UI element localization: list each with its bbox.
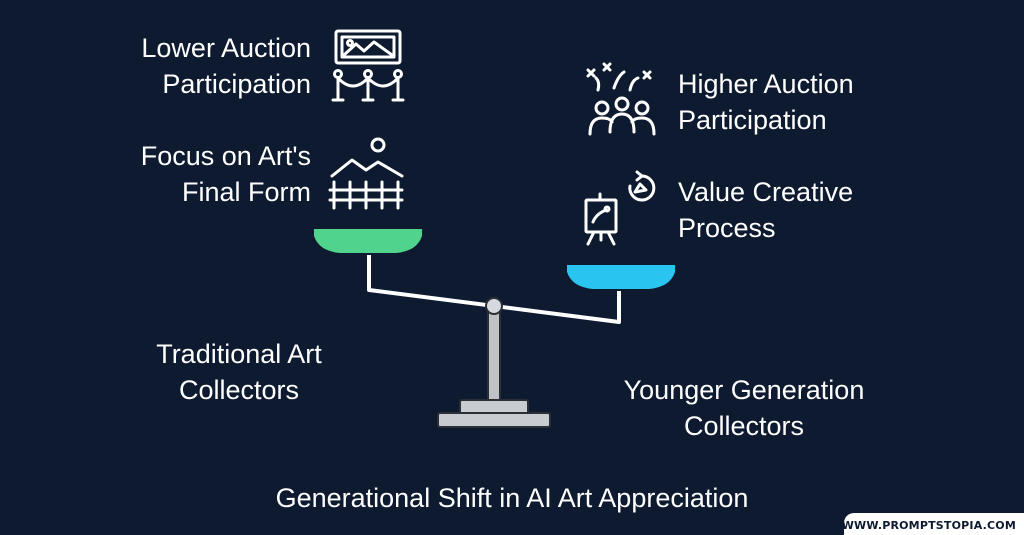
left-group-line-2: Collectors: [178, 375, 300, 405]
landscape-with-fence-icon: [328, 137, 404, 210]
left-group-line-1: Traditional Art: [156, 339, 322, 369]
right-pan: [565, 263, 677, 291]
left-trait-focus-final-form: Focus on Art's Final Form: [141, 138, 311, 210]
left-pan: [312, 227, 424, 255]
audience-with-fireworks-icon: [586, 62, 656, 136]
right-trait-2-line-2: Process: [678, 213, 776, 243]
left-trait-2-line-2: Final Form: [181, 177, 311, 207]
watermark-text: WWW.PROMPTSTOPIA.COM: [841, 519, 1016, 532]
traditional-art-collectors-label: Traditional Art Collectors: [124, 336, 354, 408]
right-group-line-2: Collectors: [683, 411, 805, 441]
scale-pole: [487, 305, 501, 403]
scale-pivot: [485, 297, 503, 315]
scale-base-bottom: [437, 412, 551, 428]
right-trait-1-line-2: Participation: [678, 105, 827, 135]
left-trait-1-line-1: Lower Auction: [141, 33, 311, 63]
diagram-title: Generational Shift in AI Art Appreciatio…: [275, 483, 749, 513]
scale-base-top: [459, 399, 529, 415]
left-trait-1-line-2: Participation: [162, 69, 311, 99]
right-trait-value-creative: Value Creative Process: [678, 174, 853, 246]
easel-with-cycle-icon: [584, 170, 656, 246]
watermark-badge: [844, 513, 1024, 535]
right-trait-higher-auction: Higher Auction Participation: [678, 66, 854, 138]
left-trait-2-line-1: Focus on Art's: [140, 141, 311, 171]
left-trait-lower-auction: Lower Auction Participation: [141, 30, 311, 102]
right-trait-2-line-1: Value Creative: [678, 177, 854, 207]
right-group-line-1: Younger Generation: [623, 375, 865, 405]
right-trait-1-line-1: Higher Auction: [678, 69, 854, 99]
younger-generation-collectors-label: Younger Generation Collectors: [594, 372, 894, 444]
framed-artwork-with-rope-barrier-icon: [331, 29, 405, 102]
